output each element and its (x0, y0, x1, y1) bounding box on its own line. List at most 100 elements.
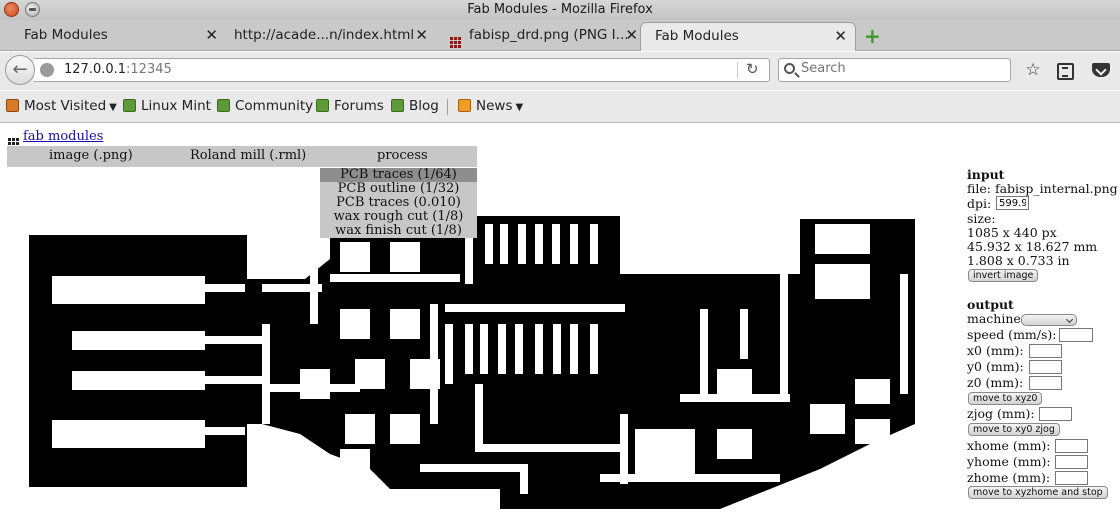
tab-close-icon[interactable]: ✕ (205, 26, 218, 44)
url-bar[interactable]: 127.0.0.1:12345 ↻ (34, 58, 770, 82)
x0-input[interactable] (1029, 344, 1062, 358)
z0-input[interactable] (1029, 376, 1062, 390)
yhome-input[interactable] (1055, 455, 1088, 469)
output-heading: output (967, 297, 1014, 312)
tab-close-icon[interactable]: ✕ (625, 26, 638, 44)
zjog-input[interactable] (1039, 407, 1072, 421)
process-option-wax-finish-cut[interactable]: wax finish cut (1/8) (335, 223, 462, 238)
xhome-label: xhome (mm): (967, 438, 1051, 453)
y0-label: y0 (mm): (967, 359, 1024, 374)
move-to-xyzhome-button[interactable]: move to xyzhome and stop (968, 486, 1108, 499)
yhome-label: yhome (mm): (967, 454, 1051, 469)
tab-academy-index[interactable]: http://acade...n/index.html ✕ (220, 22, 436, 51)
tab-close-icon[interactable]: ✕ (834, 27, 847, 45)
xhome-input[interactable] (1055, 439, 1088, 453)
tab-fabisp-png[interactable]: fabisp_drd.png (PNG I... ✕ (436, 22, 646, 51)
module-menu-bar: image (.png) Roland mill (.rml) process (7, 146, 477, 167)
bookmark-linux-mint[interactable]: Linux Mint (123, 98, 211, 114)
page-content: fab modules image (.png) Roland mill (.r… (0, 124, 1120, 530)
process-dropdown: PCB traces (1/64) PCB outline (1/32) PCB… (320, 168, 477, 238)
new-tab-plus-icon[interactable]: + (864, 24, 881, 48)
pocket-icon[interactable] (1091, 60, 1111, 80)
tab-fab-modules-active[interactable]: Fab Modules ✕ (640, 22, 856, 51)
bookmark-label: Linux Mint (141, 98, 211, 114)
bookmarks-toolbar: Most Visited▼ Linux Mint Community Forum… (0, 91, 1120, 123)
tab-label: http://acade...n/index.html (234, 27, 415, 43)
tab-label: fabisp_drd.png (PNG I... (469, 27, 629, 43)
url-port: :12345 (126, 62, 172, 77)
size-mm: 45.932 x 18.627 mm (967, 239, 1098, 254)
tab-fab-modules-1[interactable]: Fab Modules ✕ (10, 22, 226, 51)
url-text[interactable]: 127.0.0.1:12345 (64, 62, 172, 77)
machine-label: machine (967, 311, 1021, 326)
mint-icon (316, 99, 329, 112)
globe-icon (40, 63, 54, 77)
speed-label: speed (mm/s): (967, 327, 1057, 342)
bookmark-label: Most Visited (24, 98, 107, 114)
reload-icon[interactable]: ↻ (746, 60, 759, 78)
brand-link[interactable]: fab modules (23, 129, 104, 144)
dpi-input[interactable] (996, 196, 1029, 210)
url-divider (737, 62, 738, 78)
invert-image-button[interactable]: invert image (968, 269, 1039, 282)
size-px: 1085 x 440 px (967, 225, 1057, 240)
search-input[interactable] (801, 61, 1001, 76)
bookmark-label: Forums (334, 98, 384, 114)
most-visited-icon (6, 99, 19, 112)
tab-label: Fab Modules (655, 28, 739, 44)
rss-icon (458, 99, 471, 112)
process-option-pcb-traces-0-010[interactable]: PCB traces (0.010) (336, 195, 461, 210)
back-arrow-icon[interactable]: ← (5, 55, 35, 85)
reading-list-icon[interactable] (1054, 60, 1074, 80)
bookmark-news[interactable]: News▼ (458, 98, 523, 114)
move-to-xyz0-button[interactable]: move to xyz0 (968, 392, 1043, 405)
bookmark-star-icon[interactable]: ☆ (1025, 60, 1041, 80)
menu-process[interactable]: process (377, 148, 428, 163)
dpi-label: dpi: (967, 196, 992, 211)
window-close-icon[interactable] (4, 2, 19, 17)
bookmark-community[interactable]: Community (217, 98, 313, 114)
search-box[interactable] (778, 58, 1011, 82)
search-icon (784, 63, 795, 74)
x0-label: x0 (mm): (967, 343, 1024, 358)
input-file-row: file: fabisp_internal.png (967, 182, 1118, 196)
tab-bar: Fab Modules ✕ http://acade...n/index.htm… (0, 20, 1120, 51)
bookmark-forums[interactable]: Forums (316, 98, 384, 114)
url-host: 127.0.0.1 (64, 62, 127, 77)
move-to-xy0-zjog-button[interactable]: move to xy0 zjog (968, 423, 1060, 436)
y0-input[interactable] (1029, 360, 1062, 374)
size-label: size: (967, 211, 996, 226)
tab-close-icon[interactable]: ✕ (415, 26, 428, 44)
tab-label: Fab Modules (24, 27, 108, 43)
window-title: Fab Modules - Mozilla Firefox (467, 2, 653, 17)
chevron-down-icon: ▼ (515, 102, 524, 113)
process-option-pcb-outline-1-32[interactable]: PCB outline (1/32) (337, 181, 460, 196)
bookmark-blog[interactable]: Blog (391, 98, 439, 114)
bookmark-label: Community (235, 98, 314, 114)
file-value: fabisp_internal.png (994, 181, 1118, 196)
process-option-pcb-traces-1-64[interactable]: PCB traces (1/64) (320, 168, 477, 182)
input-heading: input (967, 167, 1005, 182)
mint-icon (217, 99, 230, 112)
z0-label: z0 (mm): (967, 375, 1024, 390)
zjog-label: zjog (mm): (967, 406, 1035, 421)
window-titlebar: Fab Modules - Mozilla Firefox (0, 0, 1120, 20)
navigation-toolbar: 127.0.0.1:12345 ↻ ← ☆ (0, 52, 1120, 90)
mint-icon (123, 99, 136, 112)
chevron-down-icon: ▼ (109, 102, 117, 113)
machine-select[interactable] (1021, 314, 1077, 326)
menu-image-format[interactable]: image (.png) (49, 148, 133, 163)
pcb-traces-image (29, 216, 915, 509)
bookmark-label: News (476, 98, 513, 114)
process-option-wax-rough-cut[interactable]: wax rough cut (1/8) (333, 209, 464, 224)
bookmark-label: Blog (409, 98, 439, 114)
bookmark-separator (447, 99, 448, 115)
menu-output-format[interactable]: Roland mill (.rml) (190, 148, 307, 163)
image-grid-icon (450, 37, 461, 48)
speed-input[interactable] (1059, 328, 1093, 342)
window-minimize-icon[interactable] (25, 2, 40, 17)
zhome-label: zhome (mm): (967, 470, 1051, 485)
zhome-input[interactable] (1055, 471, 1088, 485)
size-in: 1.808 x 0.733 in (967, 253, 1070, 268)
bookmark-most-visited[interactable]: Most Visited▼ (6, 98, 117, 114)
